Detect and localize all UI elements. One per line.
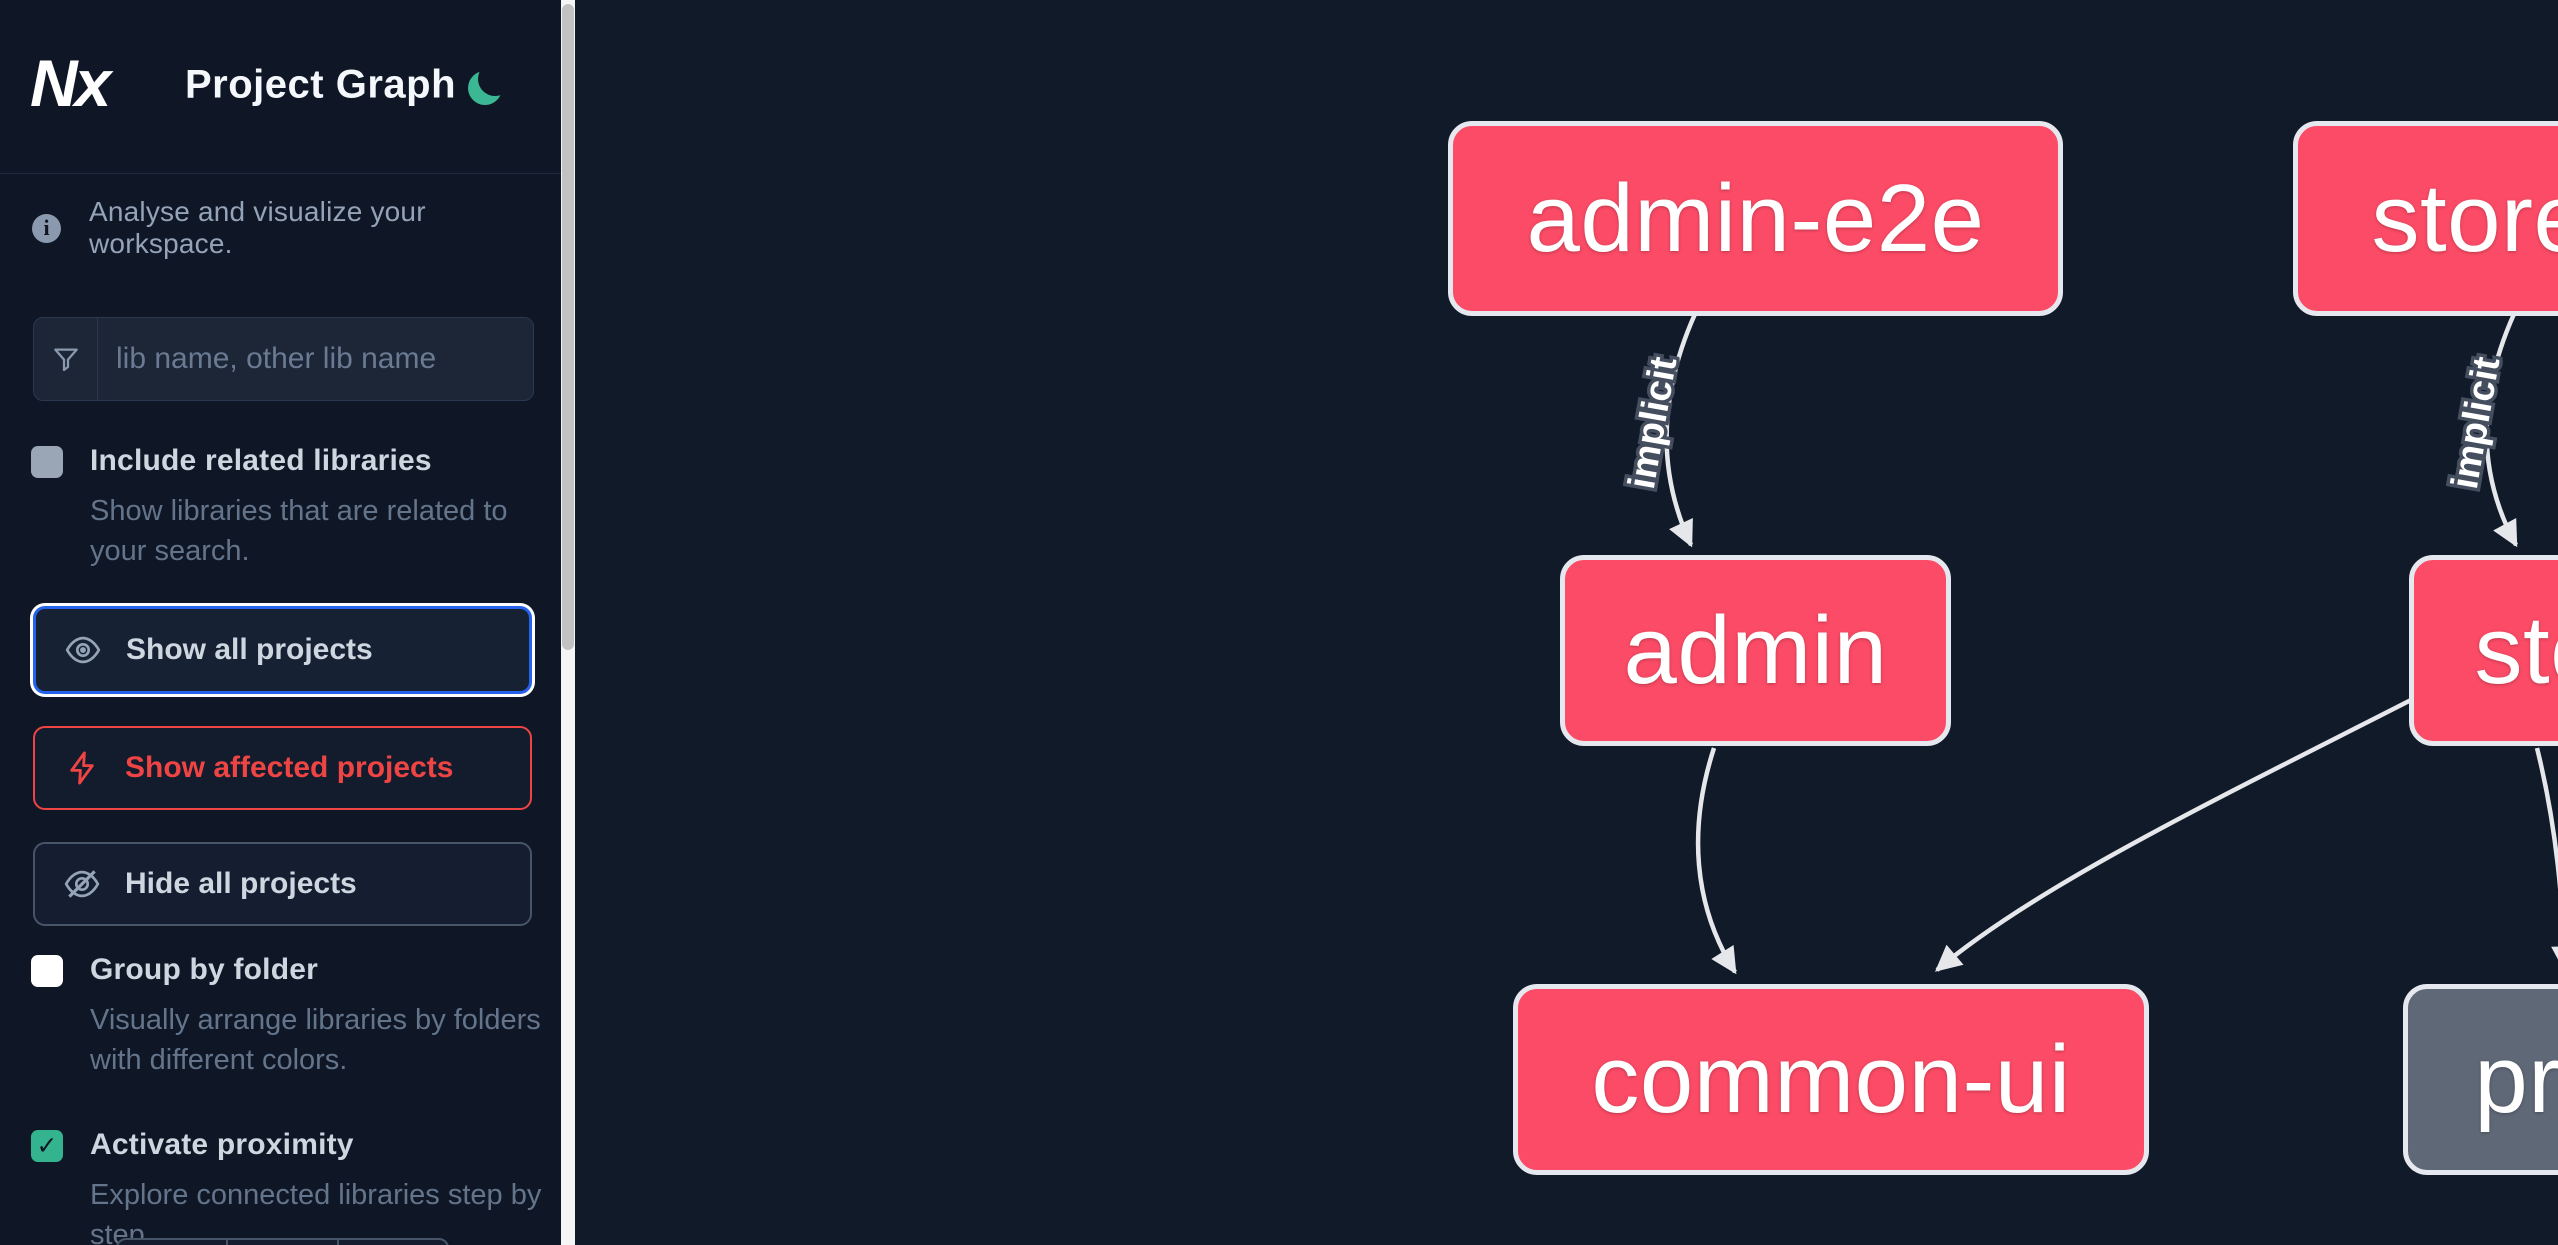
activate-proximity-checkbox[interactable]: ✓ (31, 1130, 63, 1162)
proximity-decrement-button[interactable] (118, 1240, 226, 1245)
show-all-projects-label: Show all projects (126, 633, 373, 666)
proximity-value (226, 1240, 336, 1245)
page-title: Project Graph (185, 62, 457, 107)
sidebar-scrollbar-track (561, 0, 575, 1245)
project-node-admin-e2e[interactable]: admin-e2e (1448, 121, 2063, 316)
nx-logo: Nx (30, 46, 111, 120)
tagline-text: Analyse and visualize your workspace. (89, 196, 426, 259)
project-node-store-e2e[interactable]: store-e2e (2293, 121, 2558, 316)
group-by-folder-checkbox[interactable] (31, 955, 63, 987)
include-related-description: Show libraries that are related to your … (90, 495, 508, 567)
show-all-projects-button[interactable]: Show all projects (33, 606, 532, 694)
include-related-label: Include related libraries (90, 444, 432, 477)
edge-admin-e2e-to-admin (1664, 313, 1698, 548)
project-node-common-ui[interactable]: common-ui (1513, 984, 2149, 1175)
theme-toggle-button[interactable] (462, 60, 518, 116)
group-by-folder-row: Group by folder Visually arrange librari… (31, 953, 541, 1080)
node-label: products (2474, 1025, 2558, 1133)
project-filter-box (33, 317, 534, 401)
node-label: admin (1623, 596, 1888, 704)
proximity-depth-stepper (116, 1238, 449, 1245)
edge-store-to-common-ui (1934, 697, 2413, 972)
project-node-admin[interactable]: admin (1560, 555, 1951, 746)
show-affected-projects-label: Show affected projects (125, 751, 454, 784)
edge-label-implicit-1: implicit (1621, 353, 1686, 492)
filter-icon (34, 318, 98, 400)
bolt-icon (63, 749, 101, 787)
eye-off-icon (63, 865, 101, 903)
search-input[interactable] (98, 318, 533, 400)
show-affected-projects-button[interactable]: Show affected projects (33, 726, 532, 810)
edge-label-implicit-2: implicit (2444, 353, 2509, 492)
sidebar: Nx Project Graph i Analyse and visualize… (0, 0, 561, 1245)
edge-store-to-products (2534, 747, 2558, 973)
activate-proximity-row: ✓ Activate proximity Explore connected l… (31, 1128, 541, 1245)
group-by-folder-description: Visually arrange libraries by folders wi… (90, 1004, 541, 1076)
info-icon: i (32, 213, 61, 243)
moon-icon (478, 62, 512, 96)
hide-all-projects-button[interactable]: Hide all projects (33, 842, 532, 926)
include-related-row: Include related libraries Show libraries… (31, 444, 531, 571)
project-node-products[interactable]: products (2403, 984, 2558, 1175)
sidebar-header: Nx Project Graph (0, 0, 561, 174)
node-label: common-ui (1591, 1025, 2071, 1133)
group-by-folder-label: Group by folder (90, 953, 318, 986)
node-label: store (2474, 596, 2558, 704)
sidebar-scrollbar-thumb[interactable] (562, 4, 574, 650)
hide-all-projects-label: Hide all projects (125, 867, 357, 900)
edge-admin-to-common-ui (1695, 747, 1737, 975)
node-label: store-e2e (2371, 164, 2558, 272)
dependency-edges: implicit implicit (1617, 313, 2558, 975)
eye-icon (64, 631, 102, 669)
checkmark-icon: ✓ (36, 1132, 58, 1160)
activate-proximity-description: Explore connected libraries step by step… (90, 1179, 542, 1245)
edge-store-e2e-to-store (2484, 313, 2518, 548)
activate-proximity-label: Activate proximity (90, 1128, 354, 1161)
proximity-increment-button[interactable] (336, 1240, 447, 1245)
node-label: admin-e2e (1526, 164, 1985, 272)
graph-canvas[interactable]: implicit implicit admin-e2e store-e2e ad… (575, 0, 2558, 1245)
workspace-tagline-row: i Analyse and visualize your workspace. (32, 196, 532, 260)
include-related-checkbox[interactable] (31, 446, 63, 478)
project-node-store[interactable]: store (2409, 555, 2558, 746)
